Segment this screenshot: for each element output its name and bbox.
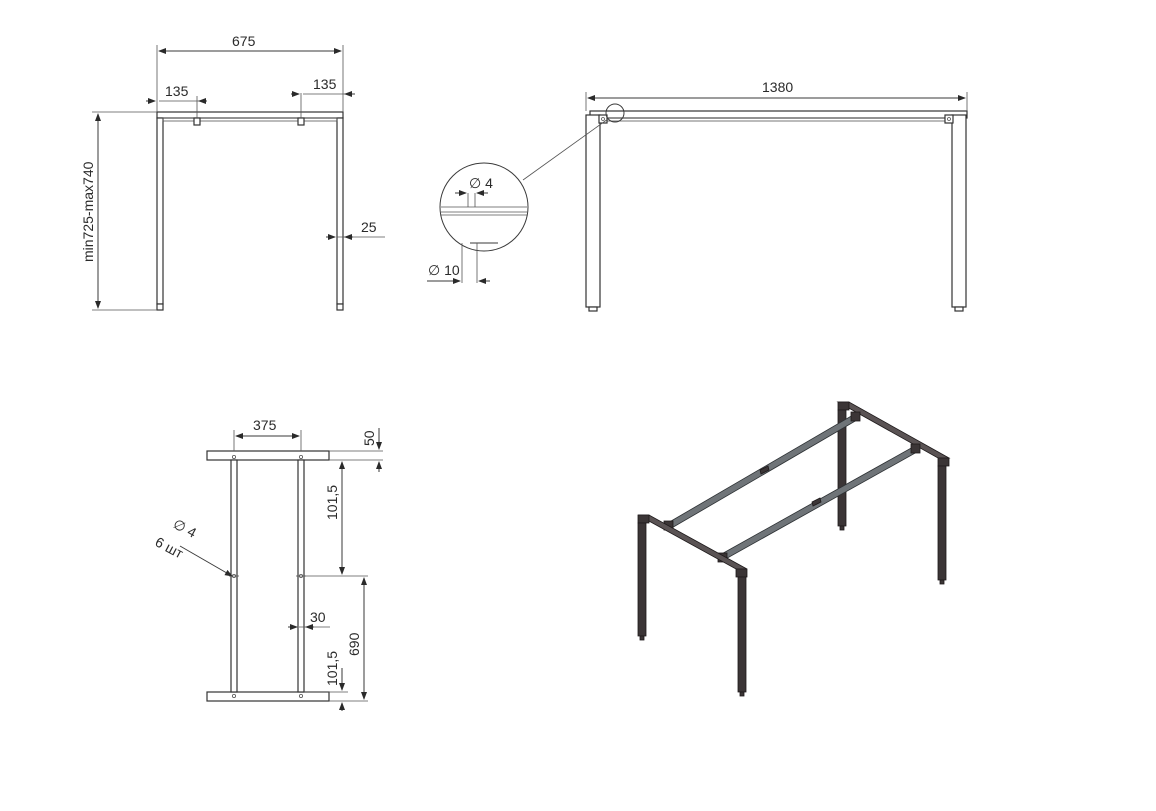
back-frame <box>836 401 951 585</box>
front-left-offset-dimension: 135 <box>146 83 207 118</box>
front-height-dimension: min725-max740 <box>80 111 157 311</box>
top-rail-dimension: 30 <box>288 609 330 630</box>
side-view: 1380 ∅ 4 ∅ 10 <box>427 79 968 312</box>
top-edge-label: 50 <box>361 430 377 446</box>
top-edge-dimension: 50 <box>329 428 383 472</box>
top-spacing-dimension: 375 <box>233 417 302 451</box>
front-right-offset-label: 135 <box>313 76 337 92</box>
side-length-label: 1380 <box>762 79 793 95</box>
top-view: 375 50 101,5 ∅ 4 6 шт 30 <box>153 417 383 711</box>
top-inset-top-label: 101,5 <box>324 485 340 520</box>
side-frame <box>585 103 968 312</box>
detail-hole-label: ∅ 4 <box>469 175 493 191</box>
front-width-dimension: 675 <box>156 33 344 112</box>
isometric-render <box>637 401 951 697</box>
front-width-label: 675 <box>232 33 256 49</box>
front-height-label: min725-max740 <box>80 161 96 262</box>
crossbar-rails <box>663 411 921 563</box>
side-length-dimension: 1380 <box>585 79 968 111</box>
front-frame <box>156 111 344 311</box>
top-spacing-label: 375 <box>253 417 277 433</box>
detail-callout: ∅ 4 ∅ 10 <box>427 118 609 284</box>
top-frame <box>206 450 330 702</box>
front-right-offset-dimension: 135 <box>291 76 355 118</box>
top-span-label: 690 <box>346 632 362 656</box>
top-holes-label: ∅ 4 <box>171 516 200 541</box>
front-frame-3d <box>637 514 748 697</box>
top-inset-bottom-dimension: 101,5 <box>304 651 348 711</box>
front-view: 675 135 135 min725-max740 <box>80 33 385 311</box>
top-holes-count-label: 6 шт <box>153 534 187 562</box>
detail-foot-label: ∅ 10 <box>428 262 460 278</box>
top-span-dimension: 690 <box>329 577 368 702</box>
top-inset-top-dimension: 101,5 <box>304 461 368 577</box>
front-left-offset-label: 135 <box>165 83 189 99</box>
top-rail-label: 30 <box>310 609 326 625</box>
front-leg-dimension: 25 <box>326 219 385 240</box>
top-holes-leader: ∅ 4 6 шт <box>153 516 233 577</box>
front-leg-label: 25 <box>361 219 377 235</box>
top-inset-bottom-label: 101,5 <box>324 651 340 686</box>
